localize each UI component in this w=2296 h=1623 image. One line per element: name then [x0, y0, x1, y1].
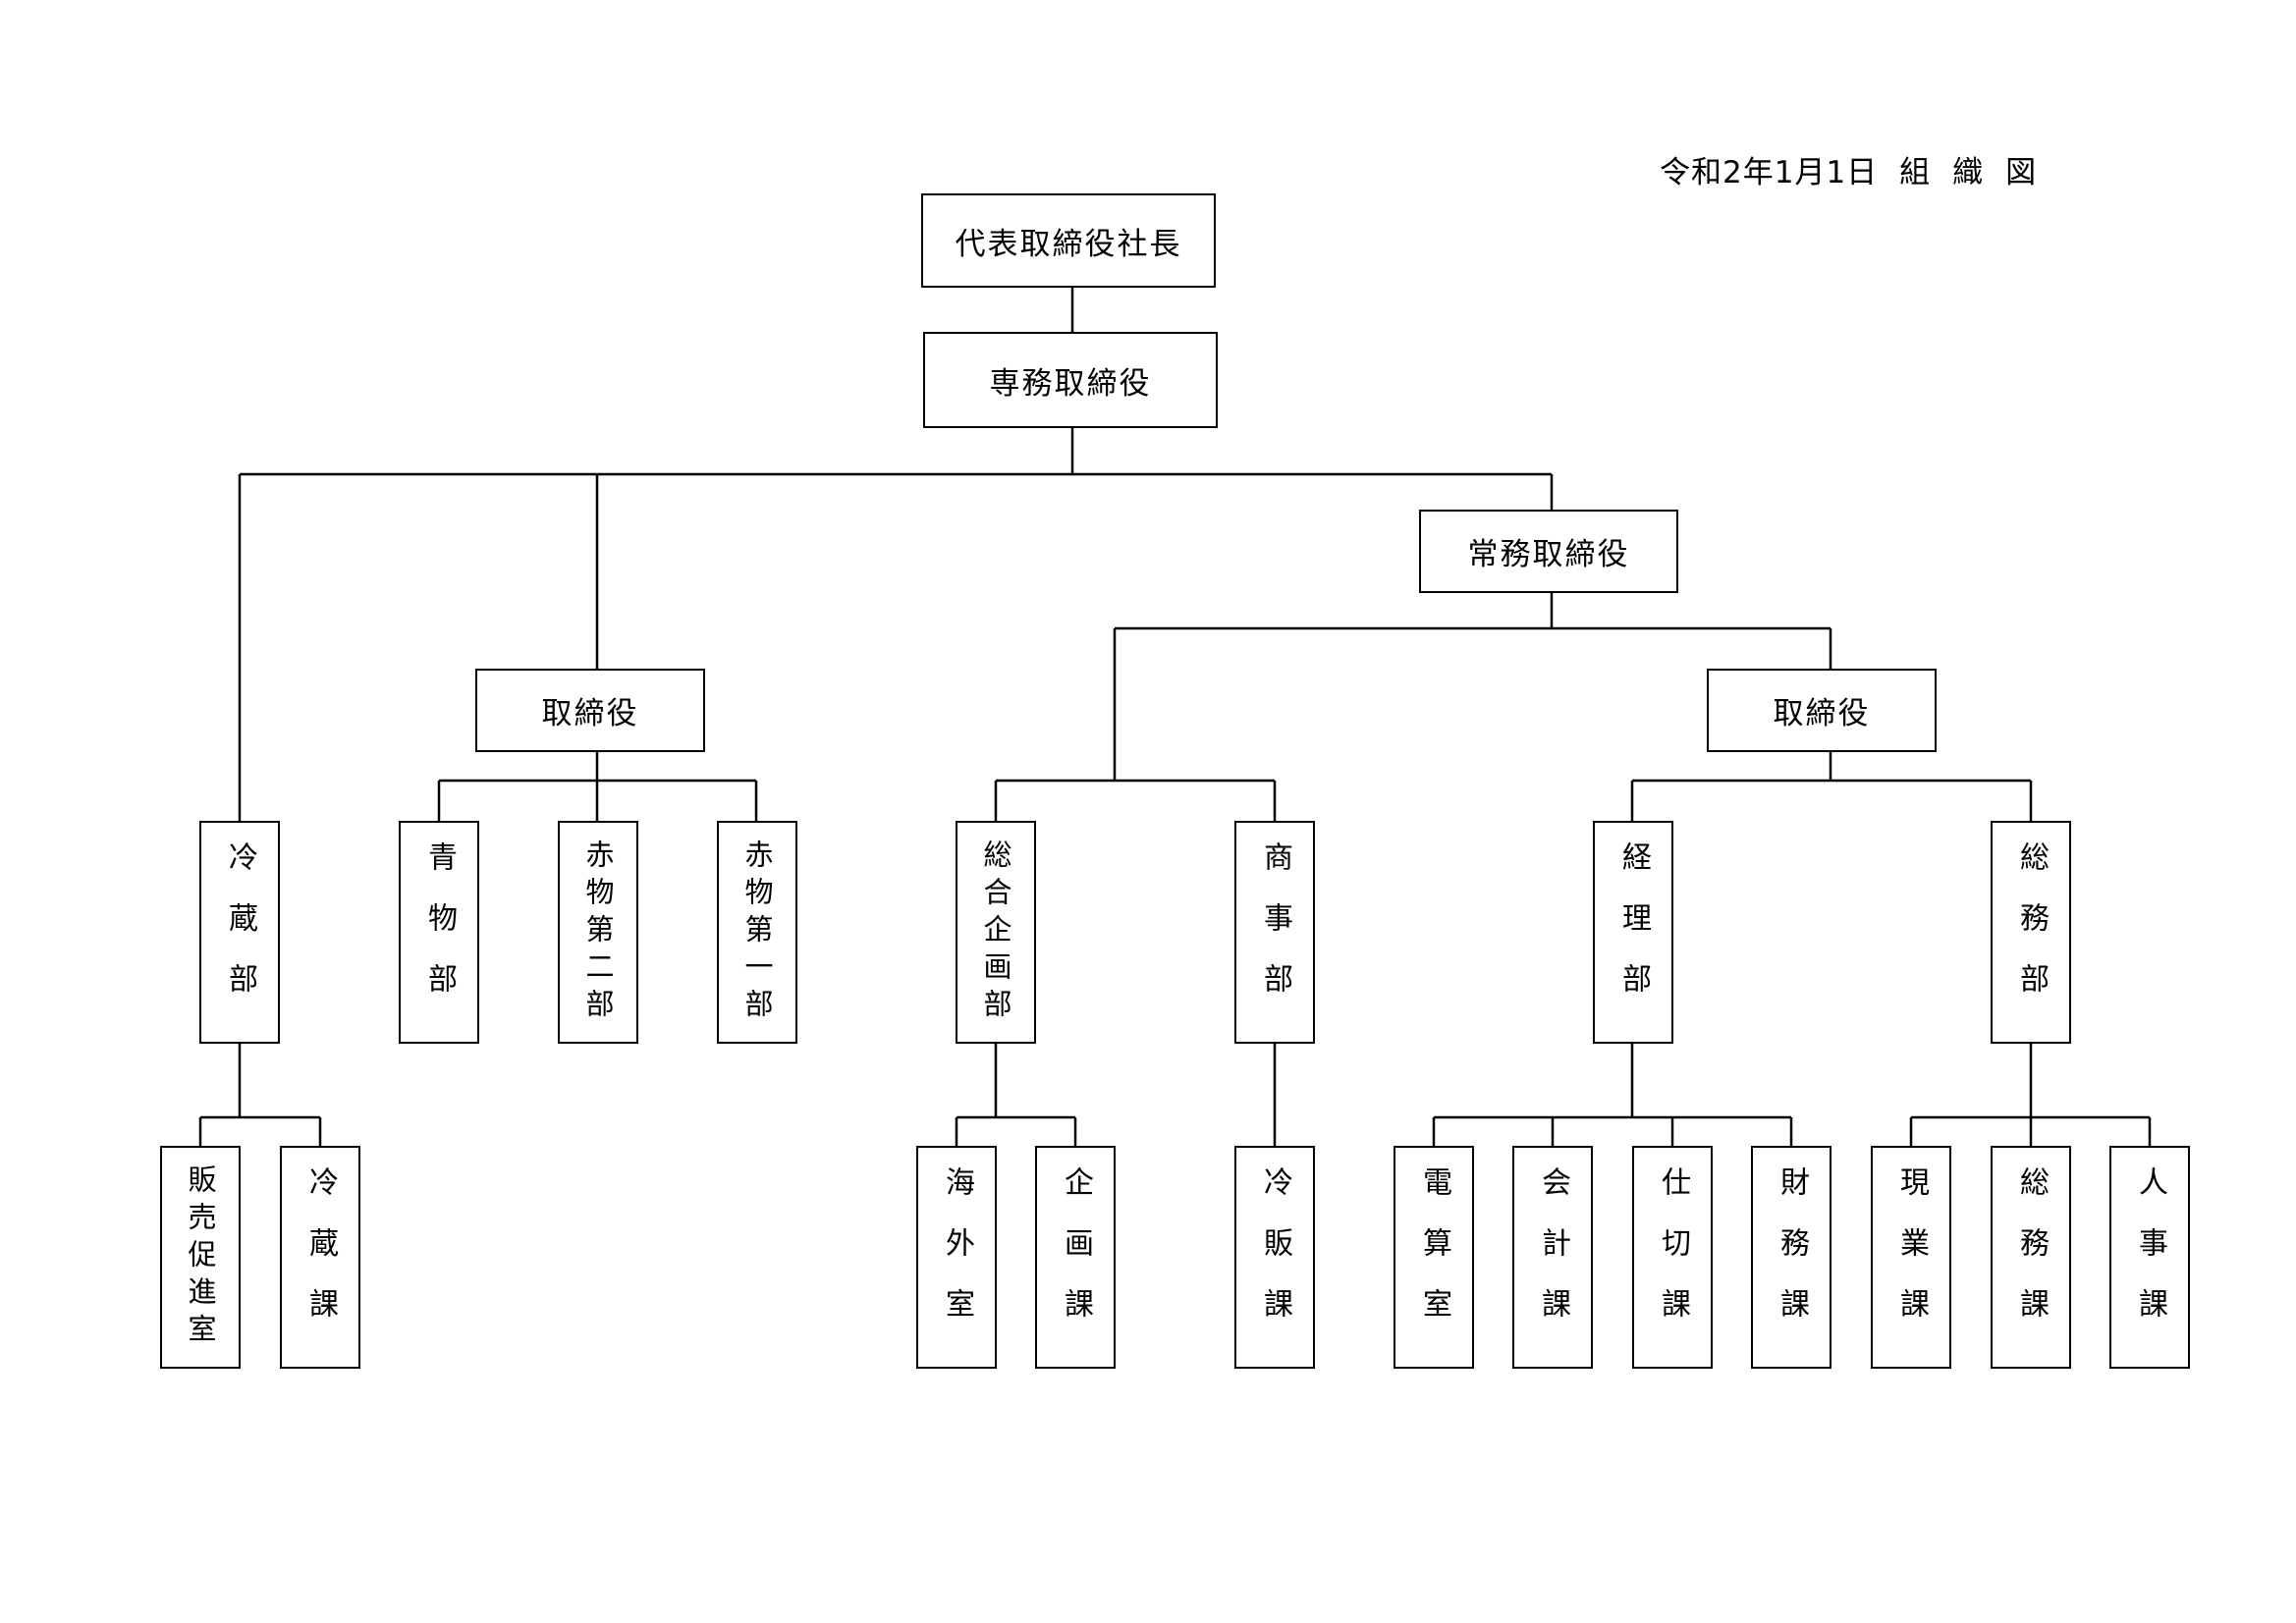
department-commerce: 商事部 [1234, 821, 1315, 1044]
director-right-label: 取締役 [1773, 696, 1871, 731]
section-label: 総務課 [2014, 1165, 2049, 1349]
director-left-label: 取締役 [541, 696, 639, 731]
department-planning: 総合企画部 [956, 821, 1036, 1044]
department-accounting: 経理部 [1593, 821, 1673, 1044]
department-label: 経理部 [1616, 840, 1651, 1024]
section-label: 企画課 [1059, 1165, 1093, 1349]
section-label: 財務課 [1775, 1165, 1809, 1349]
department-label: 総務部 [2014, 840, 2049, 1024]
department-label: 総合企画部 [979, 839, 1012, 1026]
department-label: 青物部 [422, 840, 457, 1024]
managing-director-box: 常務取締役 [1419, 510, 1678, 593]
president-label: 代表取締役社長 [955, 226, 1182, 262]
section-label: 海外室 [940, 1165, 974, 1349]
section-label: 冷蔵課 [303, 1165, 338, 1349]
section-finance: 財務課 [1751, 1146, 1831, 1369]
department-refrigeration: 冷蔵部 [199, 821, 280, 1044]
title-char-1: 組 [1899, 155, 1932, 190]
department-red-goods-2: 赤物第二部 [558, 821, 638, 1044]
section-label: 会計課 [1536, 1165, 1570, 1349]
department-label: 赤物第一部 [740, 839, 774, 1026]
department-general-affairs: 総務部 [1991, 821, 2071, 1044]
senior-managing-director-box: 専務取締役 [923, 332, 1218, 428]
director-right-box: 取締役 [1707, 669, 1937, 752]
section-sales-promotion: 販売促進室 [160, 1146, 241, 1369]
section-purchasing: 仕切課 [1632, 1146, 1713, 1369]
section-label: 仕切課 [1656, 1165, 1690, 1349]
section-accounts: 会計課 [1512, 1146, 1593, 1369]
section-label: 販売促進室 [184, 1163, 217, 1351]
section-field: 現業課 [1871, 1146, 1951, 1369]
chart-title: 令和2年1月1日組織図 [1660, 147, 2037, 191]
section-cold-sales: 冷販課 [1234, 1146, 1315, 1369]
department-red-goods-1: 赤物第一部 [717, 821, 797, 1044]
section-label: 電算室 [1417, 1165, 1451, 1349]
section-label: 人事課 [2133, 1165, 2167, 1349]
title-char-3: 図 [2005, 155, 2038, 190]
department-produce: 青物部 [399, 821, 479, 1044]
department-label: 商事部 [1258, 840, 1292, 1024]
director-left-box: 取締役 [475, 669, 705, 752]
section-label: 現業課 [1894, 1165, 1929, 1349]
section-refrigeration: 冷蔵課 [280, 1146, 360, 1369]
section-label: 冷販課 [1258, 1165, 1292, 1349]
department-label: 冷蔵部 [223, 840, 257, 1024]
section-personnel: 人事課 [2109, 1146, 2190, 1369]
title-char-2: 織 [1952, 155, 1985, 190]
department-label: 赤物第二部 [581, 839, 615, 1026]
section-overseas: 海外室 [916, 1146, 997, 1369]
chart-date: 令和2年1月1日 [1660, 155, 1879, 190]
managing-director-label: 常務取締役 [1467, 537, 1630, 572]
section-general-affairs: 総務課 [1991, 1146, 2071, 1369]
senior-managing-director-label: 専務取締役 [989, 365, 1152, 402]
president-box: 代表取締役社長 [921, 193, 1216, 288]
section-planning: 企画課 [1035, 1146, 1116, 1369]
section-computing: 電算室 [1394, 1146, 1474, 1369]
